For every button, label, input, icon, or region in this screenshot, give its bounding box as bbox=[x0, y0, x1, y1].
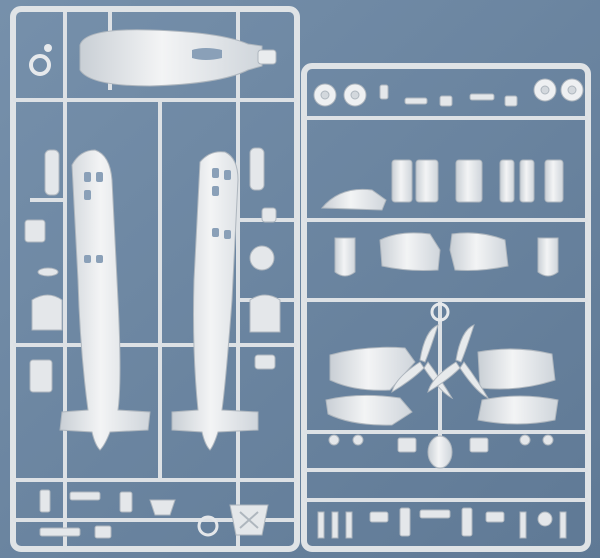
left-bottom-parts bbox=[39, 489, 269, 539]
right-sprue-frame bbox=[301, 63, 591, 552]
canopy-part bbox=[320, 188, 387, 211]
propeller-parts bbox=[391, 324, 490, 400]
ring-part bbox=[44, 44, 52, 52]
left-sprue-frame bbox=[10, 6, 300, 552]
right-top-small-parts bbox=[379, 84, 518, 107]
fuselage-half-left bbox=[59, 149, 151, 451]
hub-part bbox=[427, 435, 453, 469]
engine-cowling-part bbox=[79, 29, 277, 87]
nacelle-parts bbox=[334, 232, 559, 277]
right-bottom-parts bbox=[317, 434, 567, 539]
wing-parts bbox=[325, 346, 559, 426]
panel-parts bbox=[391, 159, 564, 203]
ring-part bbox=[430, 302, 450, 322]
left-small-parts bbox=[24, 147, 281, 393]
ring-part bbox=[29, 54, 51, 76]
fuselage-half-right bbox=[171, 151, 259, 451]
wheels bbox=[313, 78, 584, 107]
